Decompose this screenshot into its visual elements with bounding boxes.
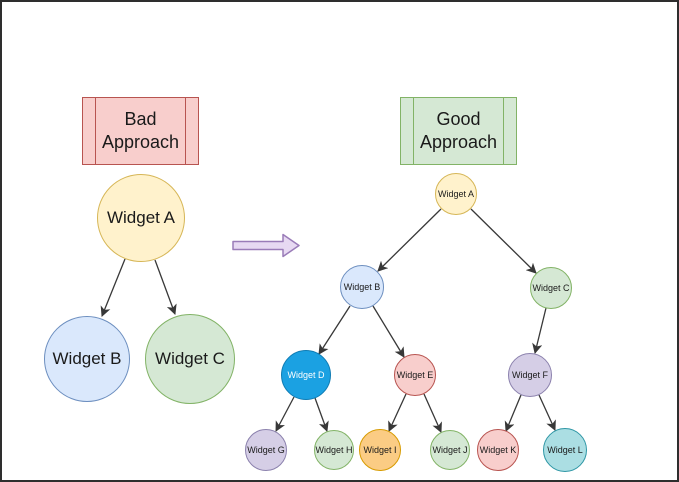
bad-approach-header: Bad Approach [82, 97, 199, 165]
edge-good-f-k [504, 394, 522, 432]
edge-good-b-d [318, 305, 351, 355]
node-good-widget-l: Widget L [543, 428, 587, 472]
edge-good-b-e [372, 305, 405, 358]
node-bad-widget-a: Widget A [97, 174, 185, 262]
edge-good-e-j [423, 393, 442, 433]
node-label: Widget L [547, 445, 583, 455]
node-good-widget-d: Widget D [281, 350, 331, 400]
edge-good-d-g [275, 396, 295, 432]
node-bad-widget-c: Widget C [145, 314, 235, 404]
edge-bad-a-b [100, 258, 126, 317]
node-label: Widget F [511, 370, 548, 380]
edge-good-c-f [532, 307, 547, 355]
node-good-widget-k: Widget K [477, 429, 519, 471]
bad-approach-title: Bad Approach [101, 108, 180, 152]
good-approach-title: Good Approach [419, 108, 498, 152]
node-label: Widget J [432, 445, 468, 455]
node-label: Widget D [287, 370, 325, 380]
transform-arrow [232, 233, 300, 258]
node-bad-widget-b: Widget B [44, 316, 130, 402]
node-good-widget-a: Widget A [435, 173, 477, 215]
good-approach-header: Good Approach [400, 97, 517, 165]
node-label: Widget K [479, 445, 517, 455]
node-good-widget-h: Widget H [314, 430, 354, 470]
node-label: Widget A [437, 189, 475, 199]
node-label: Widget A [106, 208, 176, 227]
node-good-widget-g: Widget G [245, 429, 287, 471]
node-good-widget-f: Widget F [508, 353, 552, 397]
node-label: Widget E [396, 370, 434, 380]
node-label: Widget H [315, 445, 353, 455]
node-label: Widget B [52, 349, 122, 368]
edge-good-a-b [377, 208, 442, 272]
edge-good-d-h [314, 397, 329, 432]
node-good-widget-b: Widget B [340, 265, 384, 309]
node-label: Widget I [363, 445, 397, 455]
edge-bad-a-c [154, 259, 177, 315]
edge-good-e-i [388, 393, 407, 432]
edge-good-f-l [538, 394, 556, 431]
node-label: Widget G [247, 445, 285, 455]
edge-good-a-c [470, 208, 537, 274]
node-good-widget-c: Widget C [530, 267, 572, 309]
node-good-widget-i: Widget I [359, 429, 401, 471]
node-label: Widget C [532, 283, 570, 293]
node-label: Widget C [155, 349, 225, 368]
node-good-widget-j: Widget J [430, 430, 470, 470]
node-good-widget-e: Widget E [394, 354, 436, 396]
node-label: Widget B [343, 282, 381, 292]
